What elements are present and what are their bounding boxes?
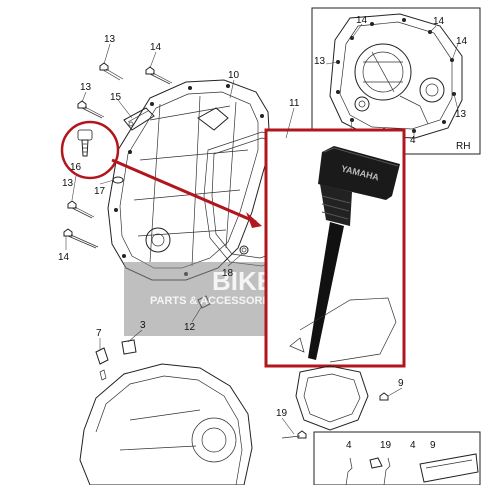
callout-label: 4 — [410, 135, 416, 146]
callout-label: 7 — [96, 328, 102, 339]
callout-label: 14 — [356, 15, 368, 26]
callout-label: 14 — [456, 36, 468, 47]
callout-label: 3 — [140, 320, 146, 331]
dipstick-highlight — [60, 120, 262, 228]
callout-label: 13 — [104, 34, 116, 45]
callout-label: 4 — [346, 440, 352, 451]
callout-label: 16 — [70, 162, 82, 173]
callout-label: 13 — [80, 82, 92, 93]
callout-label: 12 — [184, 322, 196, 333]
callout-label: 13 — [314, 56, 326, 67]
inset-view-label: RH — [456, 141, 470, 152]
callout-label: 9 — [430, 440, 436, 451]
watermark-tagline: PARTS & ACCESSORIES — [150, 295, 280, 307]
callout-label: 15 — [110, 92, 122, 103]
callout-label: 14 — [150, 42, 162, 53]
callout-labels: 13 14 10 13 15 11 16 13 17 14 18 12 7 3 … — [58, 34, 404, 419]
callout-label: 13 — [455, 109, 467, 120]
callout-label: 13 — [62, 178, 74, 189]
lower-cover — [79, 363, 253, 485]
leader-lines — [65, 43, 403, 435]
callout-label: 10 — [228, 70, 240, 81]
callout-label: 19 — [276, 408, 288, 419]
dipstick-detail-box: YAMAHA — [264, 128, 406, 368]
bottom-right-inset: 4 19 4 9 — [313, 431, 481, 485]
callout-label: 17 — [94, 186, 106, 197]
callout-label: 4 — [410, 440, 416, 451]
bracket-part — [123, 107, 155, 131]
bolt-group — [63, 62, 173, 249]
callout-label: 11 — [289, 98, 300, 109]
callout-label: 14 — [58, 252, 70, 263]
crankcase-cover — [107, 79, 271, 281]
callout-label: 19 — [380, 440, 392, 451]
callout-label: 9 — [398, 378, 404, 389]
callout-label: 14 — [433, 16, 445, 27]
sprocket-cover — [295, 365, 369, 431]
callout-label: 18 — [222, 268, 234, 279]
